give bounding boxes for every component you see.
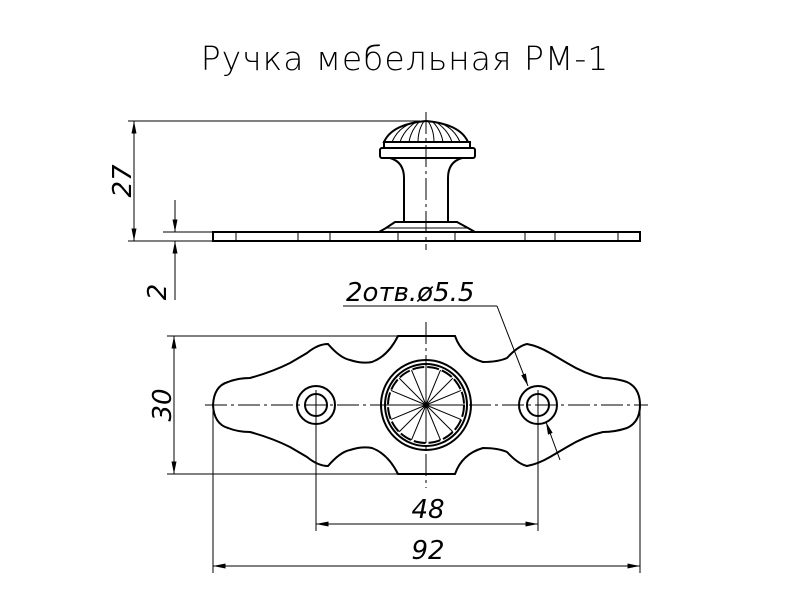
rosette-spoke (398, 404, 427, 433)
rosette-spoke (425, 369, 442, 406)
dim-holes-label: 2отв.ø5.5 (346, 278, 474, 308)
rosette-spoke (425, 404, 462, 421)
rosette-spoke (425, 404, 442, 441)
rosette-spoke (390, 389, 427, 406)
rosette-spoke (425, 404, 454, 433)
knob-rosette (380, 359, 472, 451)
dim-thickness-label: 2 (143, 284, 173, 301)
dim-height-label: 27 (108, 164, 138, 198)
rosette-spoke (425, 389, 462, 406)
rosette-spoke (410, 404, 427, 441)
rosette-spoke (410, 369, 427, 406)
plan-view: 30 48 92 2отв.ø5.5 (148, 278, 648, 573)
plate-segments (235, 232, 619, 241)
dim-hole-spacing-label: 48 (411, 495, 444, 525)
dim-length-label: 92 (411, 536, 444, 566)
drawing-title: Ручка мебельная РМ-1 (201, 39, 610, 78)
dim-width-label: 30 (148, 388, 178, 421)
rosette-spoke (398, 377, 427, 406)
knob-side (375, 112, 479, 250)
side-view: 27 2 (108, 112, 641, 301)
rosette-spoke (390, 404, 427, 421)
rosette-spoke (425, 377, 454, 406)
